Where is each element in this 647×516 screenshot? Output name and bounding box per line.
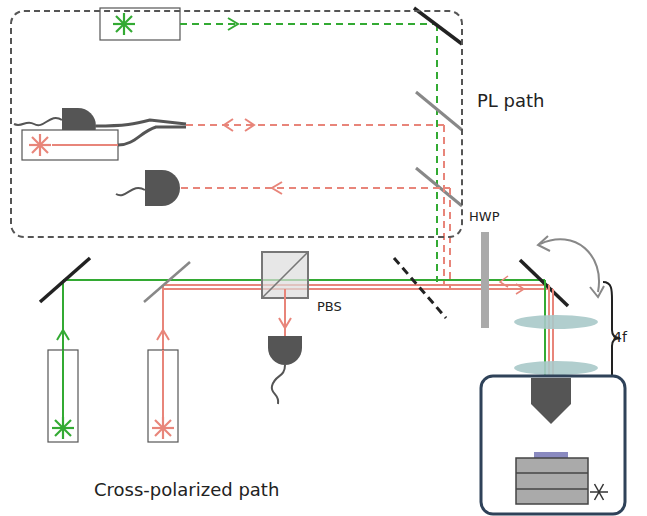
component-label: HWP (469, 209, 499, 224)
dashed-group-box: PL path (10, 10, 463, 238)
group-title: PL path (477, 90, 545, 111)
laser-box (100, 8, 180, 40)
dimension-label: 4f (613, 329, 627, 345)
component-label: PBS (317, 299, 342, 314)
path-label: Cross-polarized path (94, 479, 279, 500)
